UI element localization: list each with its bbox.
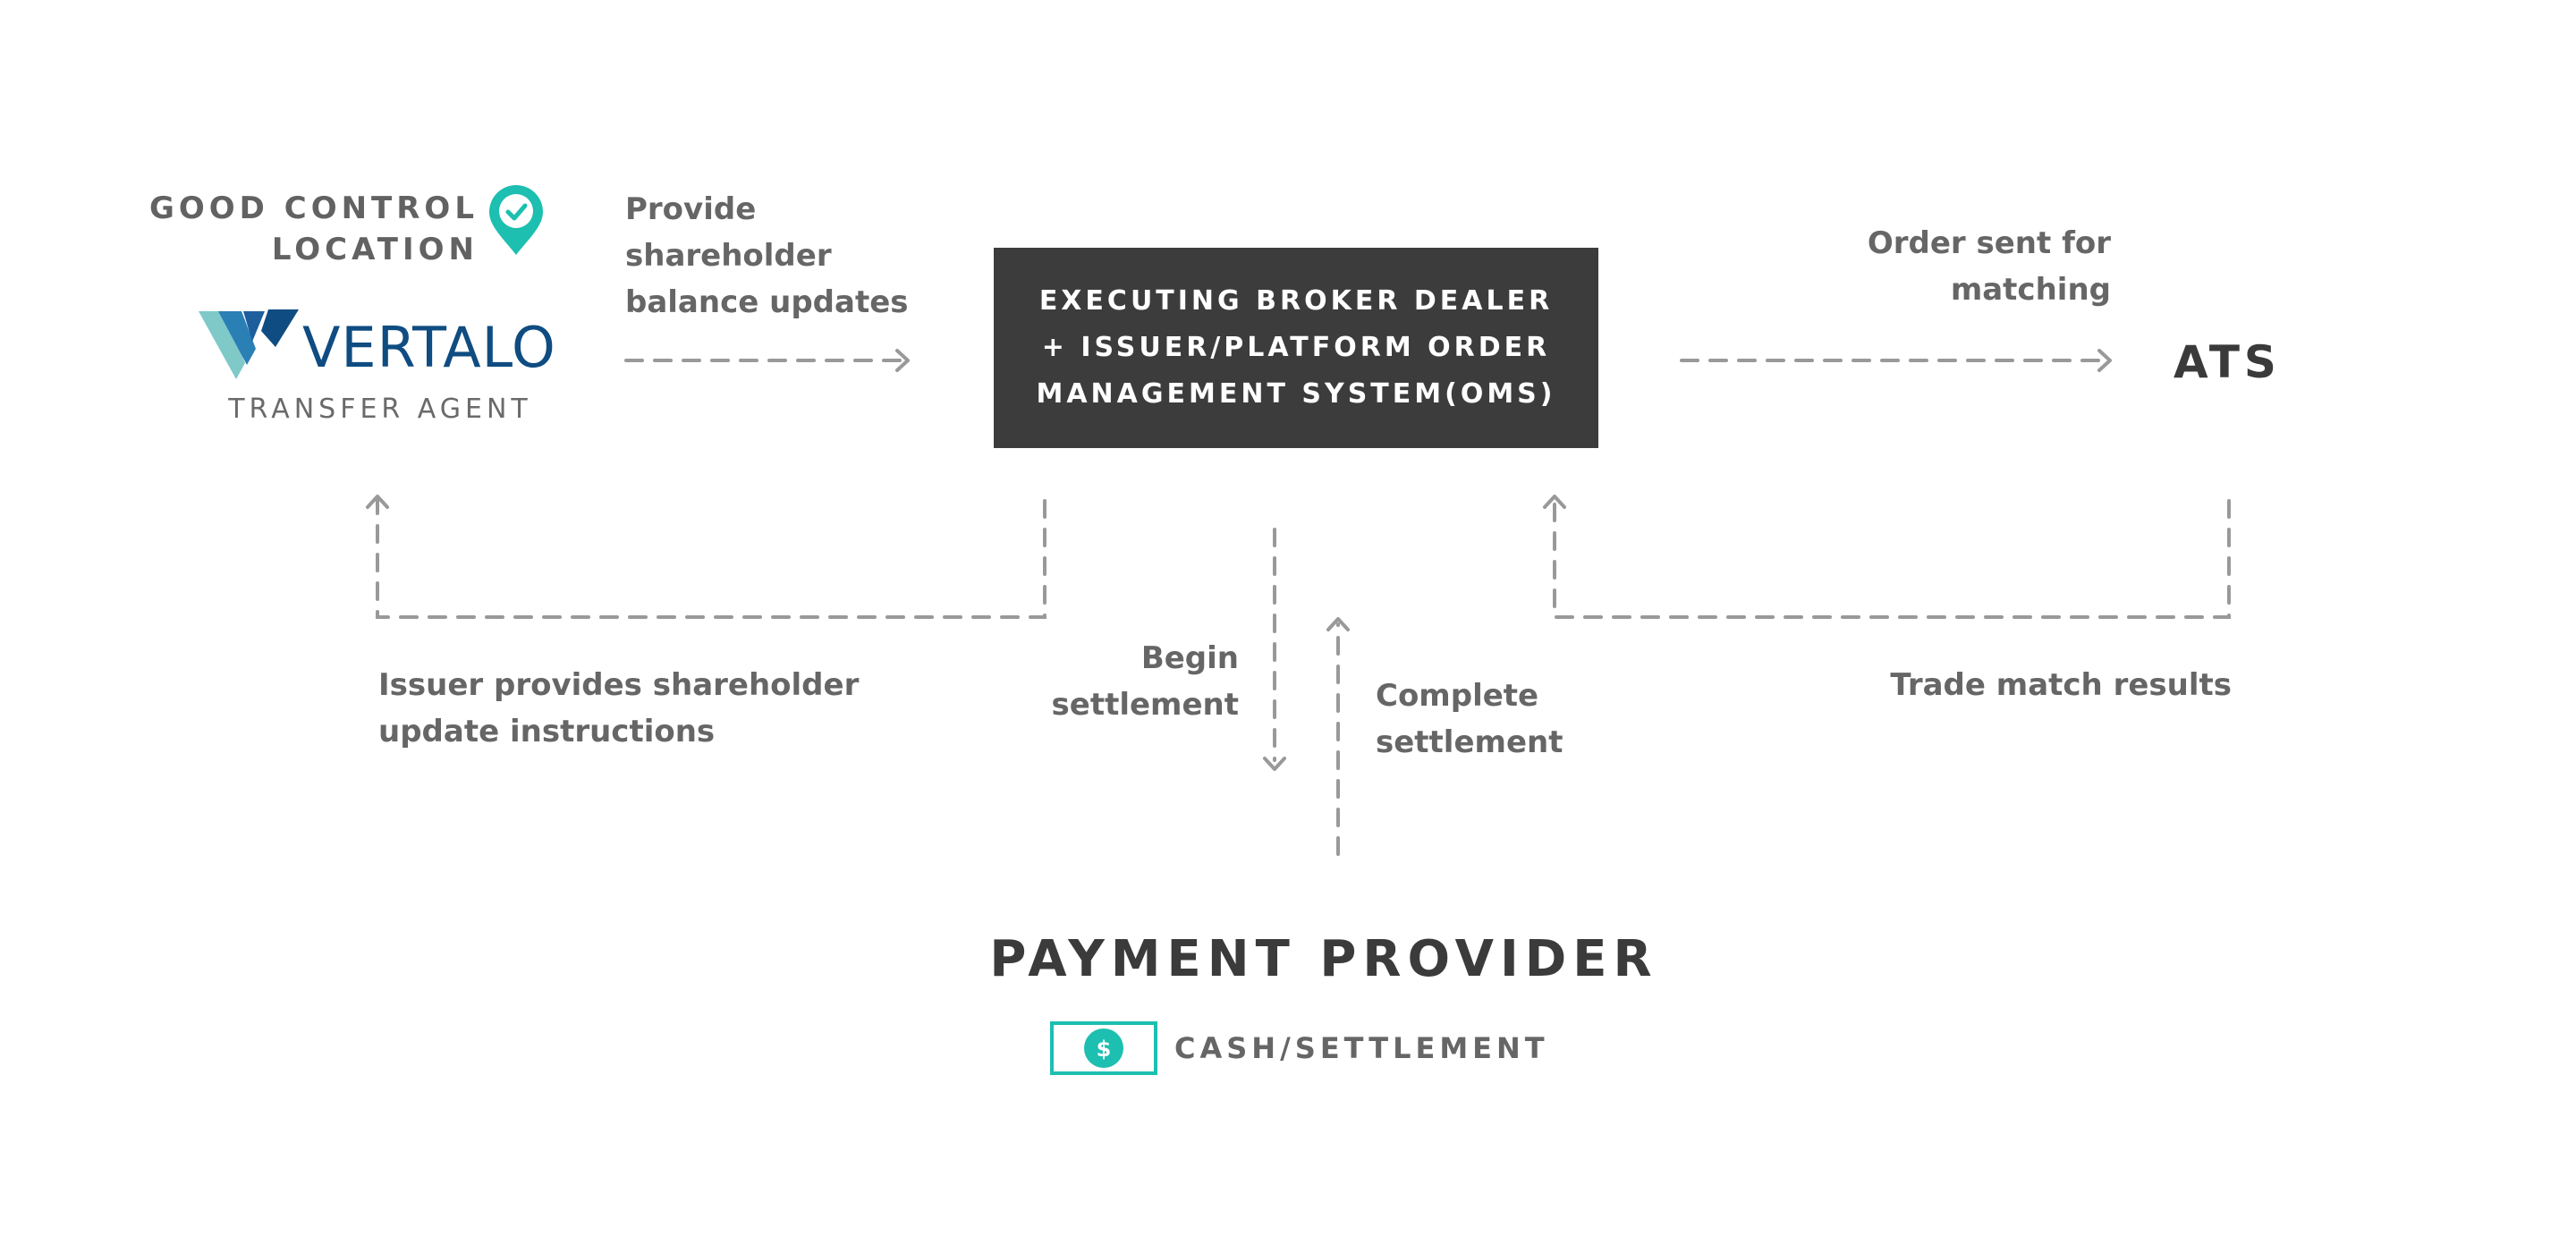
arrowhead-up-complete [1326, 617, 1350, 631]
arrowhead-right-1 [895, 349, 910, 372]
arrow-issuer-instructions [376, 499, 1046, 619]
oms-box: EXECUTING BROKER DEALER + ISSUER/PLATFOR… [994, 248, 1598, 448]
vertalo-logo-mark [199, 309, 299, 379]
dollar-bill-icon: $ [1050, 1021, 1157, 1075]
good-control-location-label: GOOD CONTROL LOCATION [134, 188, 479, 270]
ats-label: ATS [2174, 336, 2281, 388]
arrowhead-up-issuer [366, 495, 389, 509]
provide-updates-label: Provide shareholder balance updates [625, 191, 909, 320]
payment-provider-title: PAYMENT PROVIDER [989, 930, 1658, 988]
svg-text:$: $ [1097, 1037, 1112, 1062]
cash-settlement-label: CASH/SETTLEMENT [1174, 1031, 1549, 1065]
trade-match-label: Trade match results [1890, 667, 2232, 703]
complete-settlement-label: Complete settlement [1376, 678, 1563, 760]
arrowhead-up-trade [1543, 495, 1566, 509]
begin-settlement-label: Begin settlement [1051, 640, 1239, 723]
arrowhead-down-begin [1263, 757, 1286, 771]
issuer-instructions-label: Issuer provides shareholder update instr… [378, 667, 860, 749]
good-control-text: GOOD CONTROL LOCATION [148, 190, 479, 267]
arrowhead-right-2 [2097, 349, 2112, 372]
arrow-trade-match [1553, 499, 2231, 619]
transfer-agent-label: TRANSFER AGENT [228, 394, 532, 425]
vertalo-wordmark: VERTALO [302, 315, 556, 380]
dollar-sign-icon [1084, 1029, 1123, 1068]
oms-label: EXECUTING BROKER DEALER + ISSUER/PLATFOR… [1036, 285, 1556, 410]
order-sent-label: Order sent for matching [1867, 225, 2111, 308]
location-check-pin-icon [489, 185, 543, 255]
